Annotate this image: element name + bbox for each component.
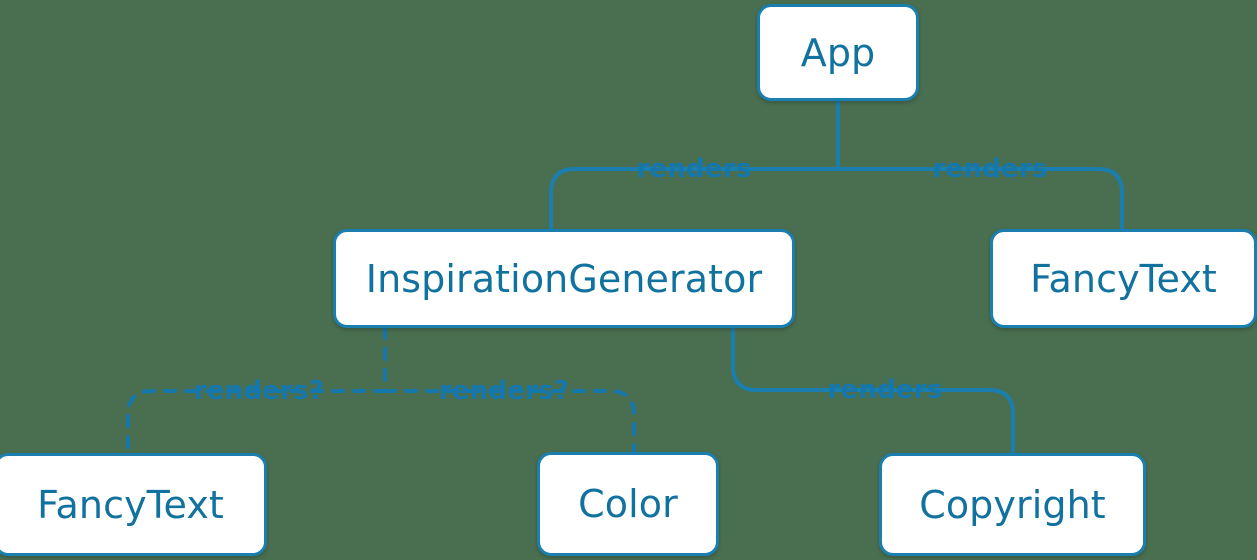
edge-label-inspirationgenerator-to-color: renders? — [438, 376, 570, 406]
edge-app-to-fancytext — [836, 167, 1124, 231]
node-copyright-label: Copyright — [919, 482, 1106, 527]
node-inspirationgenerator[interactable]: InspirationGenerator — [333, 229, 795, 328]
node-app[interactable]: App — [757, 4, 919, 101]
edge-label-app-to-inspirationgenerator: renders — [636, 154, 752, 184]
node-fancytext-left-label: FancyText — [37, 482, 224, 527]
node-color-label: Color — [578, 482, 678, 526]
edge-label-app-to-fancytext: renders — [932, 154, 1048, 184]
node-copyright[interactable]: Copyright — [879, 453, 1146, 556]
edge-label-inspirationgenerator-to-copyright: renders — [827, 375, 943, 405]
edge-inspirationgenerator-to-copyright — [731, 326, 1015, 455]
edge-inspirationgenerator-to-fancytext — [126, 389, 387, 458]
node-fancytext-right-label: FancyText — [1030, 256, 1217, 301]
node-app-label: App — [800, 30, 876, 75]
edge-label-inspirationgenerator-to-fancytext: renders? — [193, 376, 325, 406]
node-inspirationgenerator-label: InspirationGenerator — [365, 256, 763, 301]
node-fancytext-right[interactable]: FancyText — [990, 229, 1257, 328]
edge-inspirationgenerator-to-color — [383, 389, 636, 454]
edge-app-to-inspirationgenerator — [549, 167, 840, 231]
node-color[interactable]: Color — [537, 452, 719, 556]
node-fancytext-left[interactable]: FancyText — [0, 453, 267, 556]
